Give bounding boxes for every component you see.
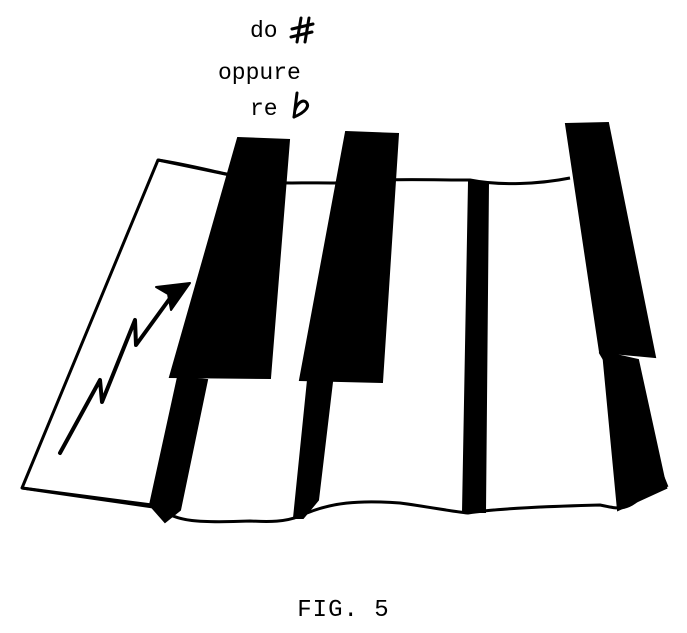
arrow-head-icon (155, 282, 191, 311)
zigzag-arrow (58, 282, 191, 455)
key-separator (461, 180, 490, 513)
black-keys (148, 121, 668, 524)
black-key-f-sharp-front (601, 350, 668, 512)
label-oppure: oppure (218, 60, 301, 86)
black-key-f-sharp (564, 121, 657, 359)
black-key-d-sharp-front (292, 378, 334, 519)
black-key-c-sharp (168, 136, 291, 380)
flat-symbol-icon (292, 91, 309, 119)
figure-caption: FIG. 5 (297, 597, 390, 624)
zigzag-arrow-line (58, 288, 178, 455)
black-key-c-sharp-front (148, 375, 209, 524)
label-do: do (250, 18, 278, 44)
label-re: re (250, 96, 278, 122)
sharp-symbol-icon (289, 16, 315, 44)
black-key-d-sharp (298, 130, 400, 384)
